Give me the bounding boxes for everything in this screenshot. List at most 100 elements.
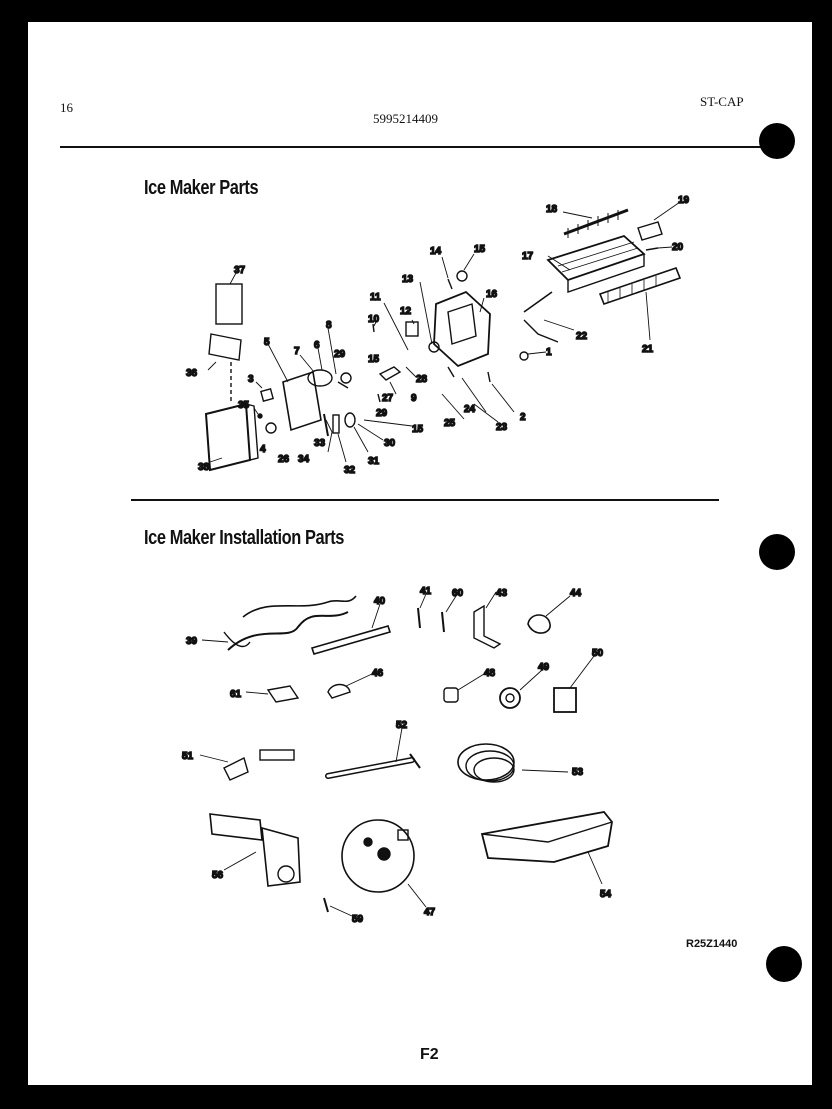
part-37-panel bbox=[215, 283, 243, 325]
part-38-cover bbox=[204, 402, 252, 472]
exploded-parts-diagram: 37 36 38 3 35 4 5 26 34 33 7 6 8 29 32 3… bbox=[181, 194, 690, 925]
callout-56: 56 bbox=[212, 870, 224, 881]
part-27-spring bbox=[377, 393, 381, 403]
part-36-plate bbox=[208, 333, 242, 361]
part-56-valve-body bbox=[261, 826, 301, 887]
part-35-screw bbox=[257, 413, 263, 419]
callout-24: 24 bbox=[464, 404, 476, 415]
part-18-ejector bbox=[563, 208, 629, 236]
part-52-elbow bbox=[409, 753, 421, 769]
part-9-cam bbox=[378, 366, 402, 381]
section-title-installation-parts: Ice Maker Installation Parts bbox=[144, 527, 344, 549]
part-17-mold-front bbox=[567, 254, 645, 293]
part-1-screw bbox=[519, 351, 529, 361]
callout-7: 7 bbox=[294, 346, 300, 357]
callout-15: 15 bbox=[368, 354, 380, 365]
callout-43: 43 bbox=[496, 588, 508, 599]
callout-8: 8 bbox=[326, 320, 332, 331]
callout-35: 35 bbox=[238, 400, 250, 411]
part-8-gear bbox=[340, 372, 352, 384]
part-47-kit bbox=[341, 819, 415, 893]
part-59-screw bbox=[323, 897, 329, 913]
part-60-screw bbox=[441, 611, 445, 633]
part-19-cap bbox=[637, 221, 663, 241]
callout-12: 12 bbox=[400, 306, 412, 317]
callout-11: 11 bbox=[370, 292, 381, 303]
callout-26: 26 bbox=[278, 454, 290, 465]
callout-32: 32 bbox=[344, 465, 356, 476]
callout-15: 15 bbox=[412, 424, 424, 435]
callout-44: 44 bbox=[570, 588, 582, 599]
part-47-kit-item bbox=[397, 829, 409, 841]
callout-labels-top: 37 36 38 3 35 4 5 26 34 33 7 6 8 29 32 3… bbox=[185, 194, 690, 476]
page-label: F2 bbox=[420, 1046, 439, 1063]
callout-22: 22 bbox=[576, 331, 588, 342]
callout-5: 5 bbox=[264, 337, 270, 348]
part-38-cover-side bbox=[245, 403, 259, 461]
callout-61: 61 bbox=[230, 689, 242, 700]
leader-lines-bottom bbox=[199, 591, 603, 917]
part-47-kit-item bbox=[363, 837, 373, 847]
page-number: 16 bbox=[60, 100, 73, 115]
part-16-housing bbox=[433, 290, 491, 368]
leader-lines-top bbox=[207, 201, 681, 463]
part-10-pin bbox=[372, 323, 375, 333]
part-21-stripper bbox=[598, 266, 682, 306]
callout-28: 28 bbox=[416, 374, 428, 385]
callout-38: 38 bbox=[198, 462, 210, 473]
part-33-arm bbox=[323, 413, 329, 437]
callout-9: 9 bbox=[411, 393, 417, 404]
part-17-mold-ribs bbox=[557, 241, 639, 273]
callout-41: 41 bbox=[420, 586, 432, 597]
part-32-clip bbox=[332, 414, 340, 434]
part-41-screw bbox=[417, 607, 421, 629]
callout-36: 36 bbox=[186, 368, 198, 379]
part-46-clip bbox=[327, 683, 351, 699]
part-53-coil bbox=[457, 743, 515, 781]
callout-25: 25 bbox=[444, 418, 456, 429]
part-2-pin bbox=[487, 371, 491, 383]
callout-54: 54 bbox=[600, 889, 612, 900]
part-50-block bbox=[553, 687, 577, 713]
part-40-strip bbox=[310, 625, 392, 655]
callout-50: 50 bbox=[592, 648, 604, 659]
callout-29: 29 bbox=[334, 349, 346, 360]
part-61-clip bbox=[266, 685, 300, 703]
callout-53: 53 bbox=[572, 767, 584, 778]
part-20-screw bbox=[645, 247, 659, 251]
callout-48: 48 bbox=[484, 668, 496, 679]
callout-46: 46 bbox=[372, 668, 384, 679]
part-39-harness-wires bbox=[242, 595, 357, 618]
callout-3: 3 bbox=[248, 374, 254, 385]
part-39-harness-plug bbox=[223, 631, 251, 648]
callout-14: 14 bbox=[430, 246, 442, 257]
callout-labels-bottom: 39 40 41 60 43 44 61 46 48 49 50 51 52 5… bbox=[181, 585, 612, 925]
callout-52: 52 bbox=[396, 720, 408, 731]
part-14-screw bbox=[447, 278, 453, 290]
callout-6: 6 bbox=[314, 340, 320, 351]
part-15-washer bbox=[456, 270, 468, 282]
part-49-nut bbox=[499, 687, 521, 709]
callout-47: 47 bbox=[424, 907, 436, 918]
part-21-stripper-teeth bbox=[607, 276, 657, 302]
callout-21: 21 bbox=[642, 344, 654, 355]
callout-1: 1 bbox=[546, 347, 552, 358]
part-56-valve-port bbox=[277, 865, 295, 883]
callout-2: 2 bbox=[520, 412, 526, 423]
callout-49: 49 bbox=[538, 662, 550, 673]
part-51-sleeve bbox=[259, 749, 295, 761]
part-44-clamp bbox=[527, 614, 551, 634]
part-18-ejector-fingers bbox=[567, 210, 619, 238]
part-56-valve-bracket bbox=[209, 813, 263, 841]
part-number: 5995214409 bbox=[373, 111, 438, 126]
callout-17: 17 bbox=[522, 251, 534, 262]
part-49-nut-hole bbox=[505, 693, 515, 703]
part-53-coil-loop bbox=[465, 750, 515, 782]
callout-20: 20 bbox=[672, 242, 684, 253]
callout-60: 60 bbox=[452, 588, 464, 599]
header-rule bbox=[60, 146, 776, 148]
part-12-switch bbox=[405, 321, 419, 337]
callout-39: 39 bbox=[186, 636, 198, 647]
part-54-bin bbox=[480, 811, 613, 863]
callout-51: 51 bbox=[182, 751, 194, 762]
